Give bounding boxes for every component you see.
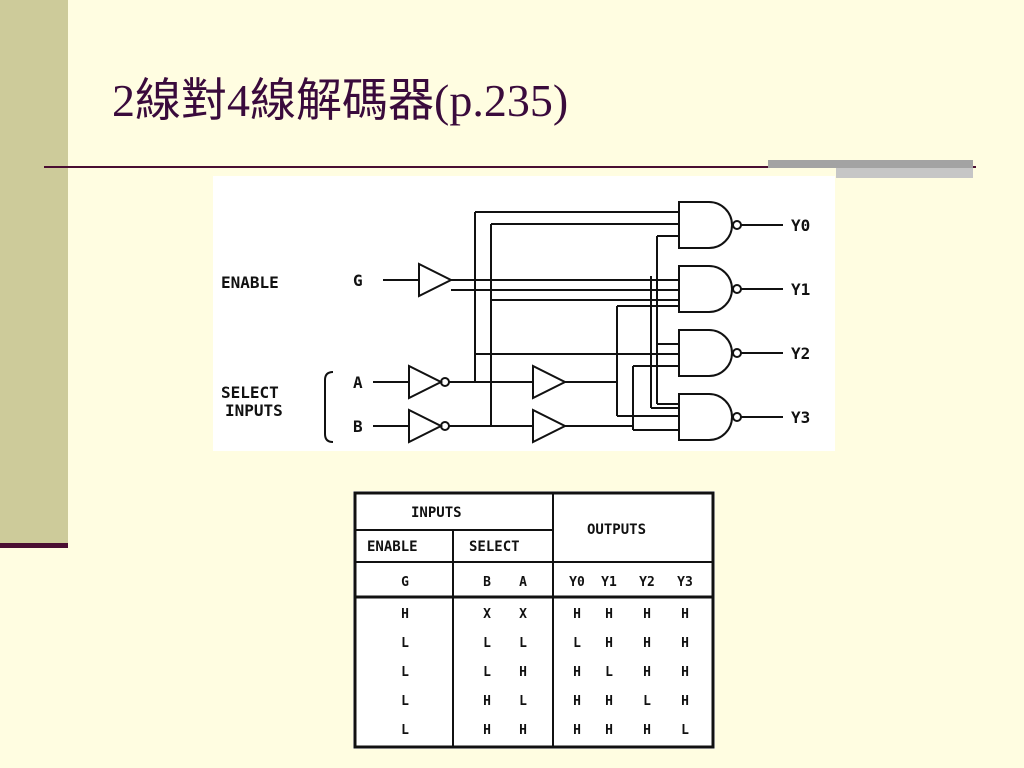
select-b-buffer xyxy=(532,408,568,444)
select-b-inverter xyxy=(408,408,444,444)
enable-header: ENABLE xyxy=(367,539,418,555)
table-cell: H xyxy=(573,694,581,709)
table-cell: X xyxy=(519,607,527,622)
table-cell: H xyxy=(643,665,651,680)
column-header: Y3 xyxy=(677,575,693,590)
select-label-line2: INPUTS xyxy=(225,401,283,420)
table-cell: L xyxy=(681,723,689,738)
output-y0-label: Y0 xyxy=(791,216,810,235)
column-header: Y2 xyxy=(639,575,655,590)
table-cell: H xyxy=(681,665,689,680)
pin-a-label: A xyxy=(353,373,363,392)
pin-b-label: B xyxy=(353,417,363,436)
nand-gate-y0 xyxy=(678,201,733,249)
table-cell: H xyxy=(483,694,491,709)
column-header: A xyxy=(519,575,527,590)
output-y3-label: Y3 xyxy=(791,408,810,427)
column-header: G xyxy=(401,575,409,590)
column-header: B xyxy=(483,575,491,590)
table-cell: H xyxy=(519,665,527,680)
table-cell: H xyxy=(643,723,651,738)
enable-pin-label: G xyxy=(353,271,363,290)
table-cell: H xyxy=(643,607,651,622)
table-cell: L xyxy=(605,665,613,680)
table-cell: L xyxy=(483,636,491,651)
nand-gate-y3 xyxy=(678,393,733,441)
title-divider xyxy=(44,166,976,168)
table-cell: H xyxy=(681,607,689,622)
table-cell: L xyxy=(401,665,409,680)
table-cell: H xyxy=(643,636,651,651)
select-header: SELECT xyxy=(469,539,520,555)
table-cell: X xyxy=(483,607,491,622)
table-cell: H xyxy=(573,665,581,680)
nand-bubble-y2 xyxy=(732,348,742,358)
table-cell: L xyxy=(401,723,409,738)
column-headers: G B A Y0 Y1 Y2 Y3 xyxy=(401,575,693,590)
slide-title: 2線對4線解碼器(p.235) xyxy=(112,75,569,126)
outputs-header: OUTPUTS xyxy=(587,522,646,538)
table-cell: L xyxy=(401,636,409,651)
output-y1-label: Y1 xyxy=(791,280,810,299)
table-cell: L xyxy=(643,694,651,709)
enable-label: ENABLE xyxy=(221,273,279,292)
table-cell: L xyxy=(519,694,527,709)
table-cell: L xyxy=(519,636,527,651)
column-header: Y0 xyxy=(569,575,585,590)
divider-accent-dark xyxy=(768,160,973,168)
nand-gate-y2 xyxy=(678,329,733,377)
inputs-header: INPUTS xyxy=(411,505,462,521)
table-cell: H xyxy=(401,607,409,622)
output-y2-label: Y2 xyxy=(791,344,810,363)
nand-bubble-y3 xyxy=(732,412,742,422)
column-header: Y1 xyxy=(601,575,617,590)
table-cell: L xyxy=(483,665,491,680)
table-cell: H xyxy=(483,723,491,738)
table-cell: L xyxy=(401,694,409,709)
nand-gate-y1 xyxy=(678,265,733,313)
left-decor-bar xyxy=(0,0,68,545)
table-cell: H xyxy=(605,636,613,651)
select-a-buffer xyxy=(532,364,568,400)
left-accent-line xyxy=(0,543,68,548)
nand-bubble-y1 xyxy=(732,284,742,294)
table-cell: H xyxy=(573,607,581,622)
table-cell: H xyxy=(573,723,581,738)
divider-accent-light xyxy=(836,168,973,178)
truth-table: INPUTS OUTPUTS ENABLE SELECT G B A Y0 Y1 Y2 Y3… xyxy=(353,491,715,749)
table-cell: L xyxy=(573,636,581,651)
table-cell: H xyxy=(605,694,613,709)
table-cell: H xyxy=(519,723,527,738)
decoder-circuit-diagram: ENABLE G SELECT INPUTS A B Y0 Y1 Y2 Y3 xyxy=(213,176,835,451)
select-label-line1: SELECT xyxy=(221,383,279,402)
select-a-inverter xyxy=(408,364,444,400)
select-bracket xyxy=(324,371,334,443)
table-cell: H xyxy=(681,694,689,709)
table-cell: H xyxy=(681,636,689,651)
enable-buffer xyxy=(418,262,454,298)
nand-bubble-y0 xyxy=(732,220,742,230)
table-cell: H xyxy=(605,723,613,738)
table-cell: H xyxy=(605,607,613,622)
